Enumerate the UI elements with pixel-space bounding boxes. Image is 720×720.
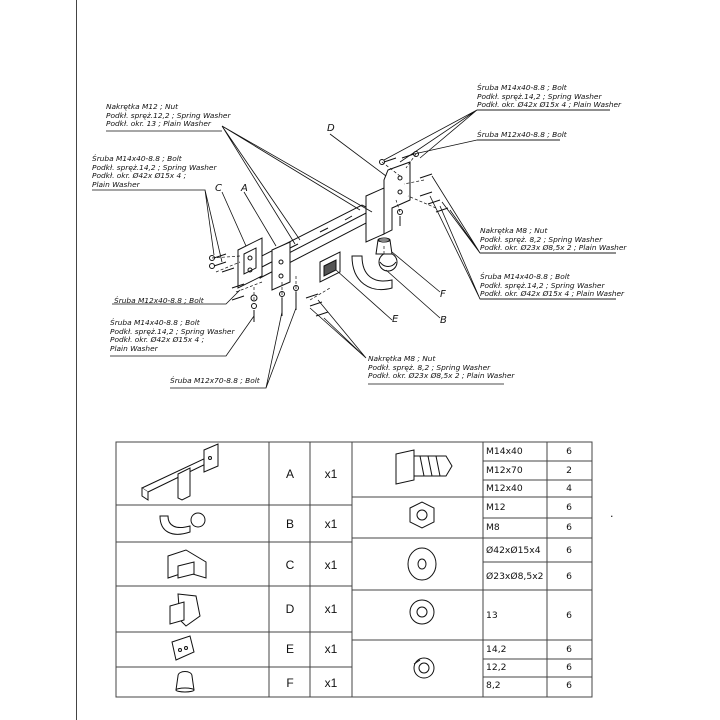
part-qty: x1 — [324, 602, 338, 616]
part-letter: D — [285, 602, 295, 616]
letter-b: B — [440, 315, 447, 326]
hardware-qty: 6 — [566, 502, 572, 513]
hardware-spec: Ø23xØ8,5x2 — [486, 571, 544, 582]
nut-image — [409, 501, 435, 529]
part-e-image — [171, 635, 195, 661]
part-letter: B — [285, 517, 294, 531]
hardware-qty: 6 — [566, 446, 572, 457]
hardware-qty: 6 — [566, 571, 572, 582]
part-c-image — [167, 549, 207, 579]
callout-nut-m8-right: Nakrętka M8 ; Nut Podkł. spręż. 8,2 ; Sp… — [480, 226, 627, 253]
hardware-spec: M8 — [486, 522, 500, 533]
hardware-spec: M12 — [486, 502, 506, 513]
hardware-qty: 6 — [566, 662, 572, 673]
hardware-spec: 12,2 — [486, 662, 507, 673]
callout-bolt-m12x70: Śruba M12x70-8.8 ; Bolt — [170, 376, 260, 385]
callout-bolt-m14-top-right: Śruba M14x40-8.8 ; Bolt Podkł. spręż.14,… — [477, 83, 622, 110]
letter-e: E — [392, 314, 399, 325]
callout-bolt-m14-right: Śruba M14x40-8.8 ; Bolt Podkł. spręż.14,… — [480, 272, 625, 299]
page-margin-line — [76, 0, 77, 720]
part-a-image — [140, 443, 219, 501]
callout-bolt-m14-lower: Śruba M14x40-8.8 ; Bolt Podkł. spręż.14,… — [110, 318, 235, 353]
part-qty: x1 — [324, 467, 338, 481]
hardware-qty: 6 — [566, 610, 572, 621]
callout-nut-m8-bottom: Nakrętka M8 ; Nut Podkł. spręż. 8,2 ; Sp… — [368, 354, 515, 381]
hardware-qty: 6 — [566, 522, 572, 533]
bolt-image — [395, 449, 453, 485]
letter-f: F — [440, 289, 446, 300]
hardware-spec: M14x40 — [486, 446, 523, 457]
callout-bolt-m14-left: Śruba M14x40-8.8 ; Bolt Podkł. spręż.14,… — [92, 154, 217, 189]
hardware-spec: 14,2 — [486, 644, 507, 655]
part-d-image — [169, 593, 201, 627]
plain-washer-image — [409, 599, 435, 625]
stray-mark: . — [610, 507, 614, 520]
part-letter: A — [285, 467, 294, 481]
plain-washer-large-image — [407, 547, 437, 581]
hardware-qty: 4 — [566, 483, 572, 494]
callout-bolt-m12-right: Śruba M12x40-8.8 ; Bolt — [477, 130, 567, 139]
hardware-spec: M12x40 — [486, 483, 523, 494]
part-letter: C — [285, 558, 295, 572]
callout-nut-m12: Nakrętka M12 ; Nut Podkł. spręż.12,2 ; S… — [106, 102, 231, 129]
part-qty: x1 — [324, 642, 338, 656]
letter-c: C — [215, 183, 222, 194]
part-f-image — [175, 671, 195, 693]
hardware-qty: 2 — [566, 465, 572, 476]
letter-d: D — [327, 123, 335, 134]
hardware-spec: M12x70 — [486, 465, 523, 476]
part-b-image — [159, 512, 206, 535]
part-qty: x1 — [324, 676, 338, 690]
spring-washer-image — [413, 657, 435, 679]
hardware-qty: 6 — [566, 680, 572, 691]
hardware-qty: 6 — [566, 644, 572, 655]
hardware-spec: 8,2 — [486, 680, 501, 691]
part-qty: x1 — [324, 558, 338, 572]
hardware-spec: 13 — [486, 610, 498, 621]
part-letter: E — [285, 642, 294, 656]
part-letter: F — [286, 676, 294, 690]
hardware-qty: 6 — [566, 545, 572, 556]
callout-bolt-m12-left: Śruba M12x40-8.8 ; Bolt — [114, 296, 204, 305]
hardware-spec: Ø42xØ15x4 — [486, 545, 541, 556]
assembly-drawing — [92, 109, 616, 389]
part-qty: x1 — [324, 517, 338, 531]
letter-a: A — [241, 183, 248, 194]
